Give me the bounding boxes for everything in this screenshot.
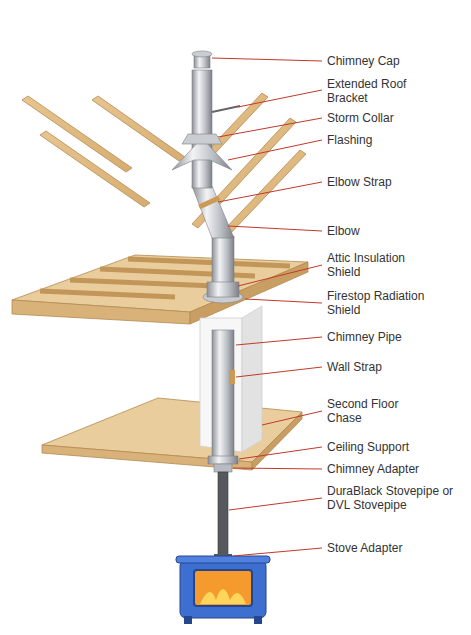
part-label: Attic Insulation Shield [327,251,431,279]
part-label: Storm Collar [327,111,457,125]
roof-boards [22,93,306,236]
chimney-pipe [212,330,234,458]
leader-lines [212,58,322,556]
part-label: Second Floor Chase [327,397,399,425]
wall-strap [229,370,235,384]
part-label: Extended Roof Bracket [327,77,409,105]
part-label: Wall Strap [327,360,457,374]
part-label: Chimney Cap [327,54,457,68]
part-label: Stove Adapter [327,541,457,555]
chimney-adapter [214,464,232,472]
ceiling-support [208,456,238,464]
attic-floor [12,255,308,324]
part-label: Firestop Radiation Shield [327,289,437,317]
part-label: Ceiling Support [327,440,457,454]
part-label: Chimney Adapter [327,462,457,476]
cap-top [192,51,212,57]
part-label: Flashing [327,133,457,147]
elbow [192,186,234,238]
part-label: Elbow Strap [327,175,457,189]
roof-bracket [212,106,240,112]
stovepipe [218,472,228,556]
insulation-shield [207,282,239,297]
elbow-strap [198,196,220,210]
storm-collar [182,134,222,144]
stove [176,554,270,624]
part-label: Chimney Pipe [327,330,457,344]
second-floor [42,398,302,470]
part-label: DuraBlack Stovepipe or DVL Stovepipe [327,484,463,512]
upper-pipe [192,70,212,188]
part-label: Elbow [327,224,457,238]
